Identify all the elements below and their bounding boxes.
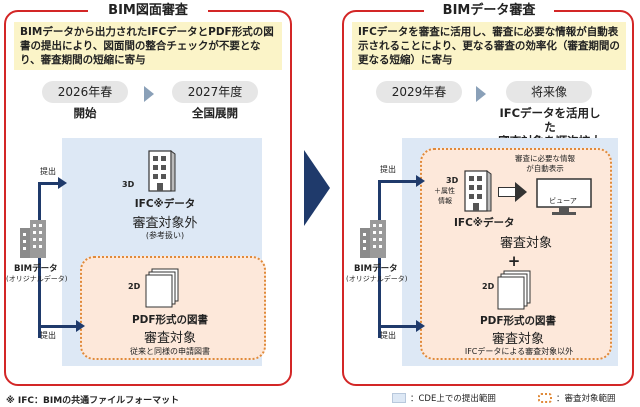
right-arrow-top-head-icon <box>416 175 425 187</box>
left-timeline-date-1: 2026年春 <box>42 81 128 103</box>
left-arrow-top-head-icon <box>58 177 67 189</box>
right-summary: IFCデータを審査に活用し、審査に必要な情報が自動表示されることにより、更なる審… <box>352 22 626 70</box>
left-ifc-note: (参考扱い) <box>145 231 185 240</box>
left-arrow-vertical <box>38 182 41 338</box>
left-arrow-bottom-head-icon <box>76 320 85 332</box>
left-ifc-title: IFC※データ <box>134 198 196 210</box>
document-stack-icon <box>145 268 179 308</box>
right-ifc-dim3: 情報 <box>438 197 452 205</box>
transition-arrow-icon <box>304 150 330 226</box>
left-arrow-top-line <box>38 182 60 185</box>
right-pdf-status: 審査対象 <box>491 332 544 347</box>
bim-building-icon <box>20 220 46 258</box>
right-auto-arrow-body <box>498 187 516 197</box>
left-timeline-label-1: 開始 <box>73 106 97 120</box>
left-ifc-status: 審査対象外 <box>132 216 198 231</box>
footnote: ※ IFC：BIMの共通ファイルフォーマット <box>6 396 180 406</box>
right-auto-arrow-head-icon <box>515 182 527 202</box>
monitor-icon <box>536 178 592 215</box>
right-arrow-bottom-head-icon <box>416 320 425 332</box>
document-stack-icon-right <box>497 270 531 310</box>
right-arrow-vertical <box>378 180 381 338</box>
right-timeline-arrow-icon <box>476 86 486 102</box>
right-submit-top: 提出 <box>380 165 396 174</box>
left-panel-title: BIM図面審査 <box>88 2 208 20</box>
right-viewer-label: ビューア <box>549 197 577 205</box>
legend-review-label: ：審査対象範囲 <box>556 394 616 404</box>
left-pdf-dim: 2D <box>128 282 141 291</box>
left-timeline-date-2: 2027年度 <box>172 81 258 103</box>
right-bim-label: BIMデータ <box>354 264 398 274</box>
left-arrow-bottom-line <box>38 325 78 328</box>
left-pdf-note: 従来と同様の申請図書 <box>130 347 210 356</box>
right-ifc-dim: 3D <box>446 176 459 185</box>
left-bim-sub: (オリジナルデータ) <box>6 275 68 283</box>
building-document-icon <box>148 150 176 192</box>
right-pdf-dim: 2D <box>482 282 495 291</box>
building-document-icon-right <box>464 170 492 212</box>
left-pdf-status: 審査対象 <box>143 331 196 346</box>
right-timeline-date-1: 2029年春 <box>376 81 462 103</box>
left-timeline-label-2: 全国展開 <box>192 106 238 120</box>
right-pdf-title: PDF形式の図書 <box>479 315 557 327</box>
right-plus: + <box>507 252 521 270</box>
left-submit-bottom: 提出 <box>40 331 56 340</box>
left-timeline-arrow-icon <box>144 86 154 102</box>
left-summary: BIMデータから出力されたIFCデータとPDF形式の図書の提出により、図面間の整… <box>14 22 282 70</box>
right-submit-bottom: 提出 <box>380 331 396 340</box>
right-pdf-note: IFCデータによる審査対象以外 <box>464 347 574 356</box>
left-submit-top: 提出 <box>40 167 56 176</box>
legend-cde-label: ：CDE上での提出範囲 <box>410 394 496 404</box>
right-ifc-title: IFC※データ <box>454 217 515 229</box>
right-bim-sub: (オリジナルデータ) <box>346 275 408 283</box>
right-auto-info: 審査に必要な情報 が自動表示 <box>515 154 575 173</box>
right-ifc-dim2: ＋属性 <box>434 187 455 195</box>
right-status-combined: 審査対象 <box>499 236 552 251</box>
right-arrow-bottom-line <box>378 325 418 328</box>
right-timeline-date-2: 将来像 <box>506 81 592 103</box>
left-ifc-dim: 3D <box>122 180 135 189</box>
legend-cde-swatch <box>392 393 406 403</box>
bim-building-icon-right <box>360 220 386 258</box>
right-panel-title: BIMデータ審査 <box>424 2 554 20</box>
legend-review-swatch <box>538 393 552 403</box>
left-bim-label: BIMデータ <box>14 264 58 274</box>
left-pdf-title: PDF形式の図書 <box>131 314 209 326</box>
right-arrow-top-line <box>378 180 418 183</box>
